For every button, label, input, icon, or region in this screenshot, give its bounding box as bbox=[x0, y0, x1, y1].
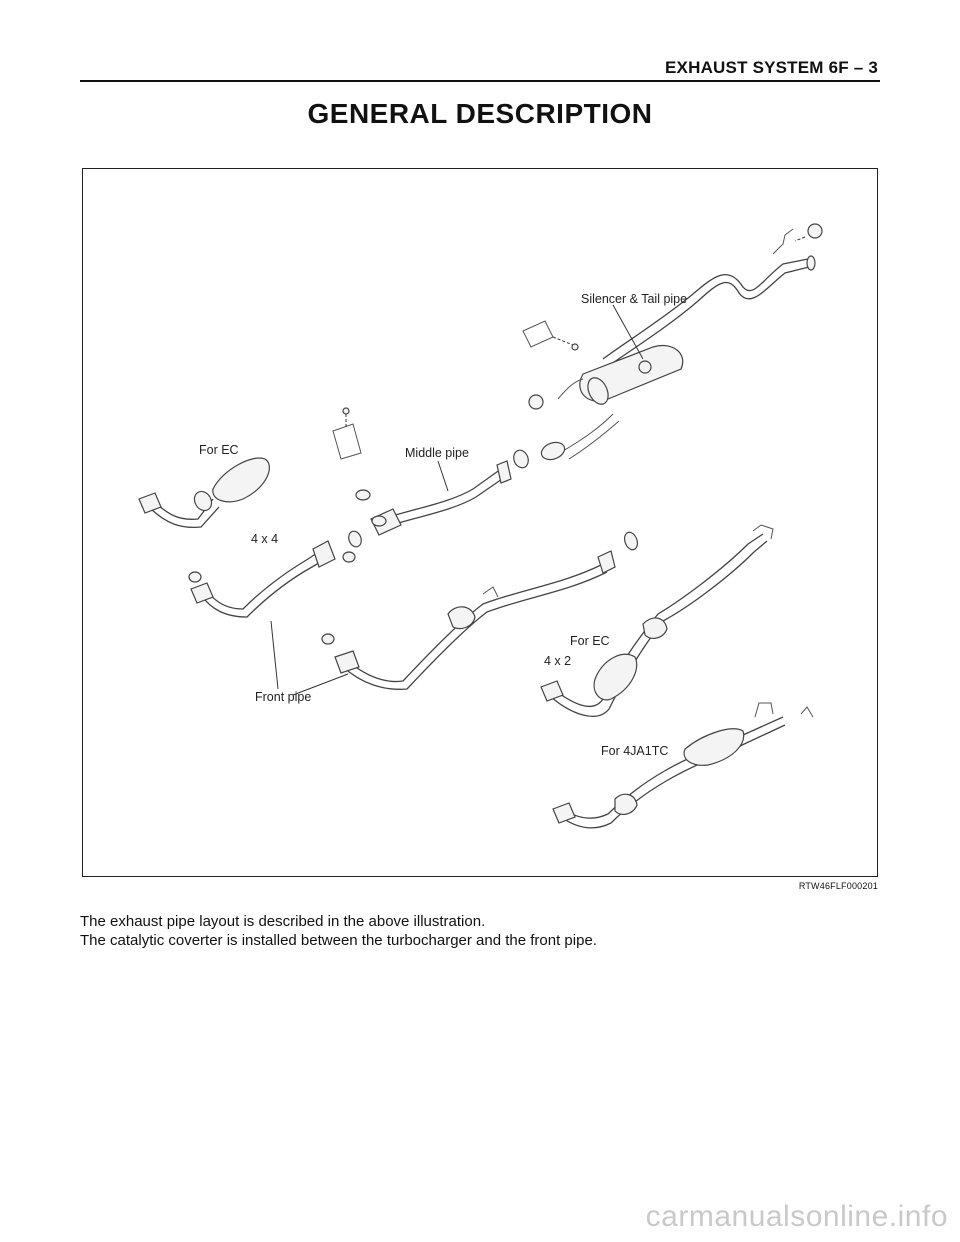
for-4ja1tc-pipe bbox=[552, 702, 814, 829]
leader-middle-pipe bbox=[437, 460, 449, 492]
body-text: The exhaust pipe layout is described in … bbox=[80, 912, 890, 950]
exhaust-illustration: Silencer & Tail pipe For EC Middle pipe … bbox=[82, 168, 878, 877]
for-ec-four-by-two-catalytic bbox=[540, 524, 774, 717]
label-4x4: 4 x 4 bbox=[251, 532, 278, 546]
label-for-ec-mid: For EC bbox=[570, 634, 610, 648]
label-silencer: Silencer & Tail pipe bbox=[581, 292, 687, 306]
body-line-2: The catalytic coverter is installed betw… bbox=[80, 932, 597, 949]
leader-silencer bbox=[612, 304, 644, 360]
front-pipe-long bbox=[321, 531, 639, 690]
middle-bracket bbox=[332, 407, 362, 460]
four-by-four-front-pipe bbox=[188, 540, 336, 618]
page-header: EXHAUST SYSTEM 6F – 3 bbox=[80, 58, 880, 82]
page-title: GENERAL DESCRIPTION bbox=[307, 98, 653, 129]
middle-pipe-part bbox=[348, 449, 529, 548]
section-header: EXHAUST SYSTEM 6F – 3 bbox=[665, 58, 878, 77]
label-4x2: 4 x 2 bbox=[544, 654, 571, 668]
watermark: carmanualsonline.info bbox=[645, 1200, 948, 1233]
label-for-ec-top: For EC bbox=[199, 443, 239, 457]
label-front-pipe: Front pipe bbox=[255, 690, 311, 704]
leader-front-pipe-1 bbox=[270, 620, 279, 690]
hanger-bracket bbox=[522, 320, 579, 351]
for-ec-catalytic-top bbox=[138, 457, 270, 529]
leader-front-pipe-2 bbox=[292, 673, 349, 696]
label-middle-pipe: Middle pipe bbox=[405, 446, 469, 460]
exhaust-diagram: Silencer & Tail pipe For EC Middle pipe … bbox=[138, 223, 823, 829]
figure-code: RTW46FLF000201 bbox=[798, 881, 878, 891]
label-for-4ja1tc: For 4JA1TC bbox=[601, 744, 668, 758]
silencer-tail-pipe-part bbox=[528, 223, 823, 461]
body-line-1: The exhaust pipe layout is described in … bbox=[80, 913, 486, 930]
